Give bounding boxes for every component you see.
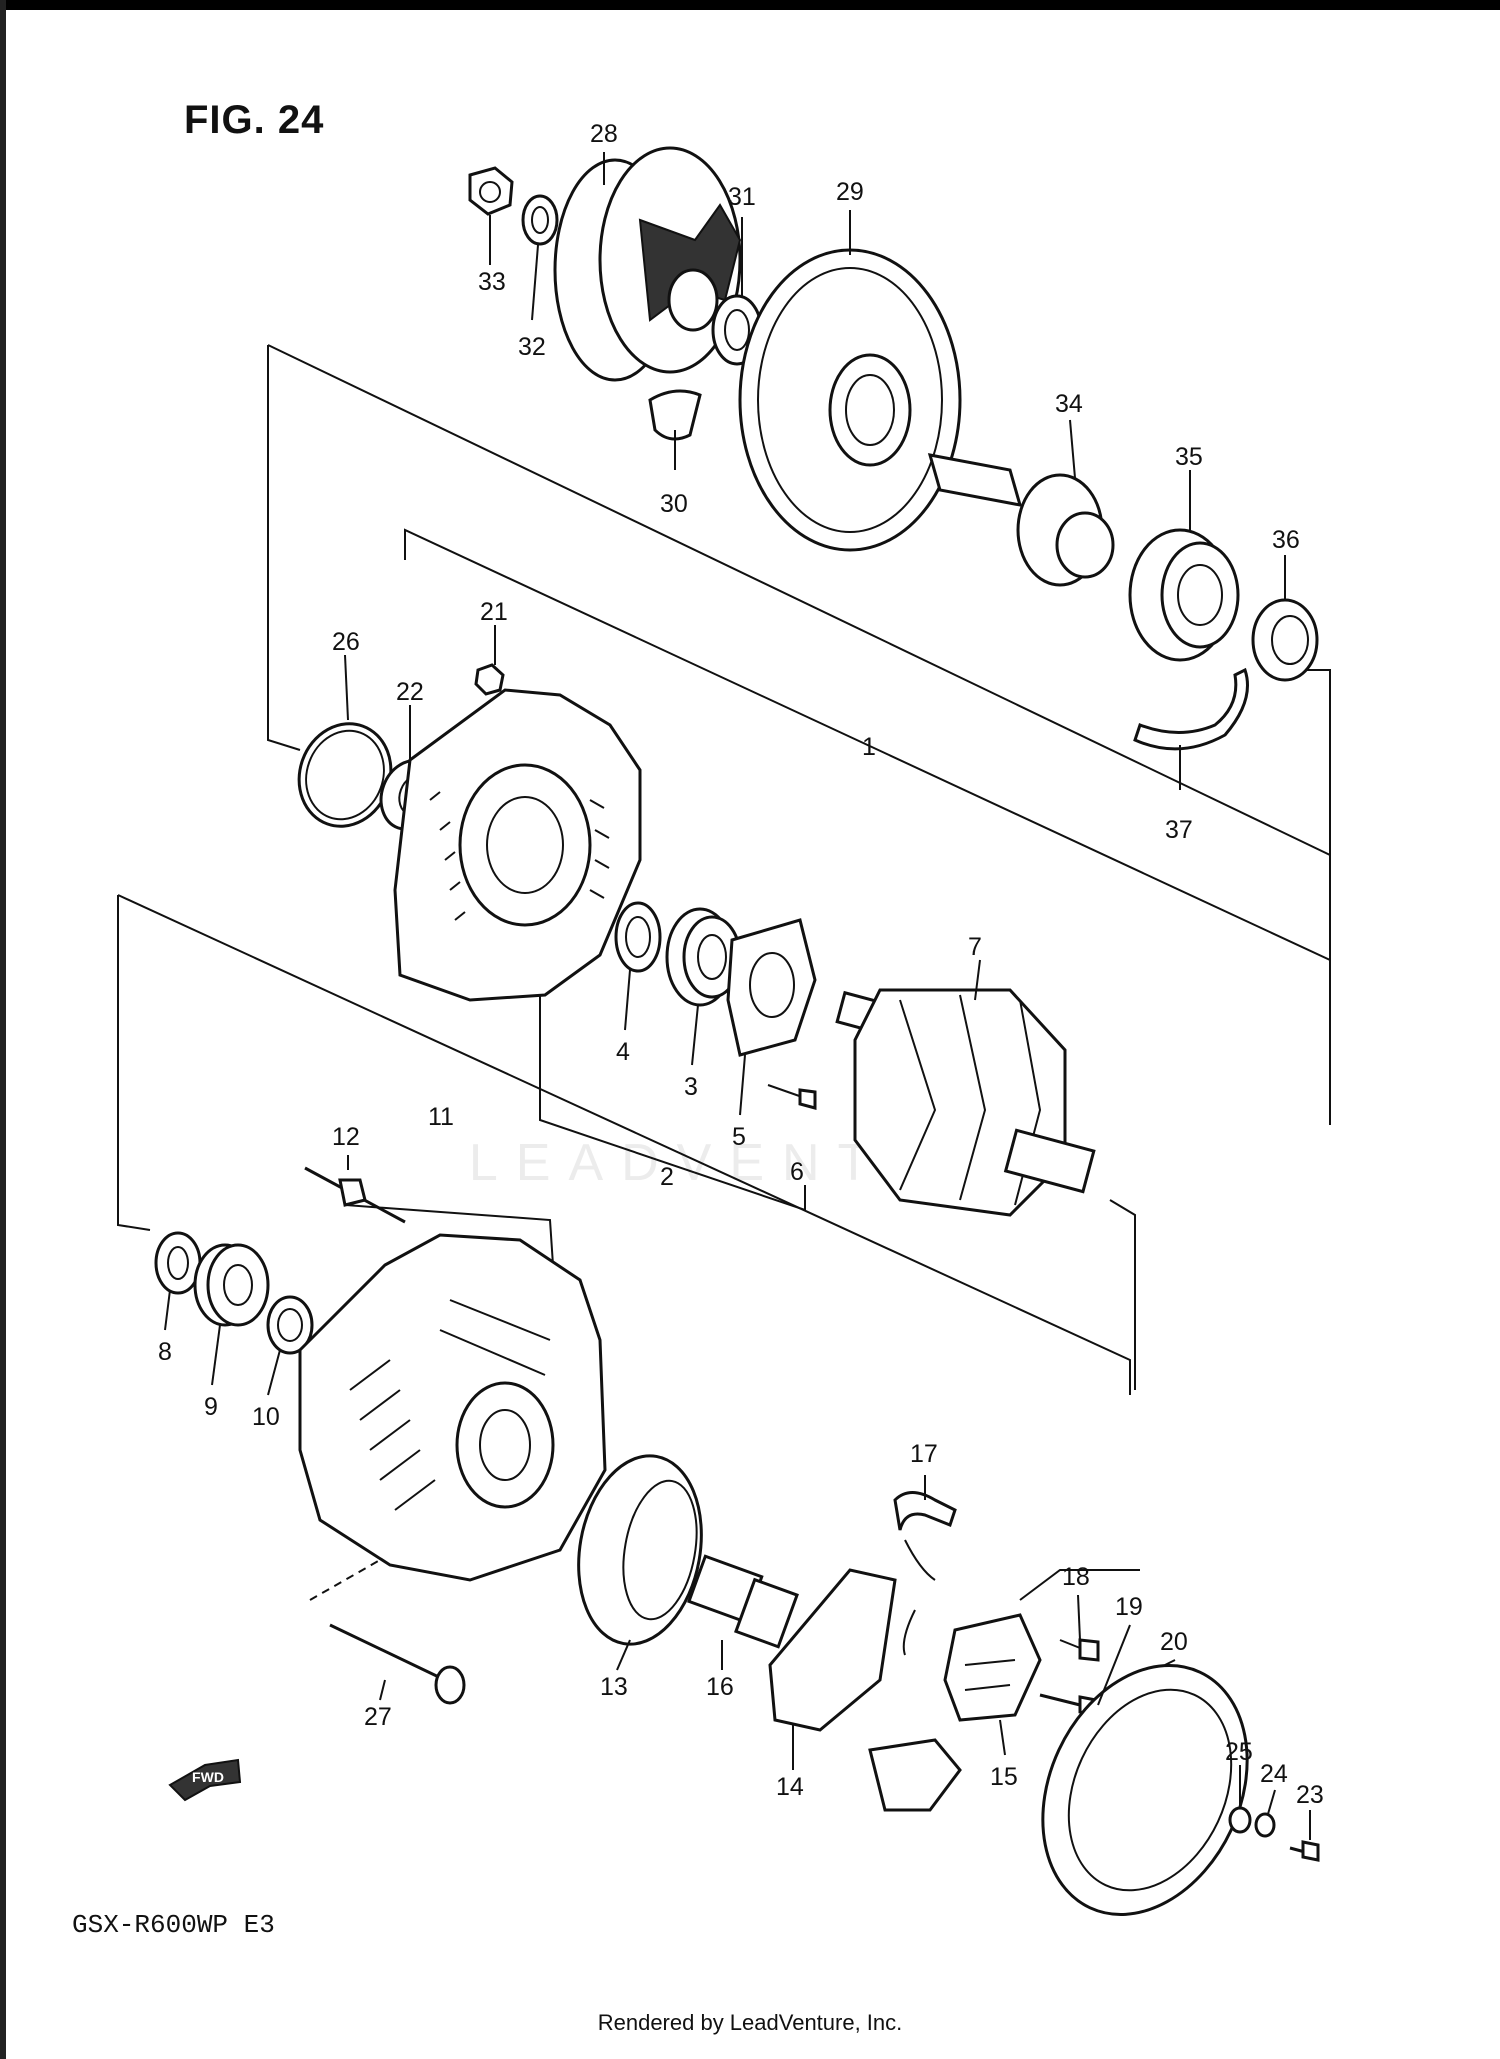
part-35-bearing — [1128, 528, 1240, 662]
callout-13: 13 — [600, 1673, 628, 1701]
callout-18: 18 — [1062, 1563, 1090, 1591]
part-27-bolt — [329, 1623, 466, 1705]
callout-7: 7 — [968, 933, 982, 961]
part-6-screw — [767, 1084, 817, 1110]
part-8-washer — [154, 1231, 202, 1295]
callout-10: 10 — [252, 1403, 280, 1431]
part-5-plate — [726, 918, 817, 1057]
callout-8: 8 — [158, 1338, 172, 1366]
callout-29: 29 — [836, 178, 864, 206]
part-24-washer — [1254, 1812, 1276, 1838]
part-36-seal — [1251, 598, 1319, 682]
part-25-nut — [1228, 1806, 1252, 1834]
part-21-bolt — [474, 663, 505, 696]
part-33-nut — [468, 166, 514, 216]
part-4-washer — [614, 901, 662, 973]
callout-1: 1 — [862, 733, 876, 761]
part-37-circlip — [1133, 667, 1249, 751]
callout-26: 26 — [332, 628, 360, 656]
left-border — [0, 0, 6, 2059]
callout-35: 35 — [1175, 443, 1203, 471]
callout-24: 24 — [1260, 1760, 1288, 1788]
figure-title: FIG. 24 — [184, 98, 325, 142]
callout-2: 2 — [660, 1163, 674, 1191]
callout-28: 28 — [590, 120, 618, 148]
part-20-end-cover — [1041, 1664, 1249, 1916]
callout-12: 12 — [332, 1123, 360, 1151]
callout-33: 33 — [478, 268, 506, 296]
part-18-screw — [1059, 1638, 1100, 1662]
part-3-bearing — [665, 907, 742, 1007]
callout-20: 20 — [1160, 1628, 1188, 1656]
callout-4: 4 — [616, 1038, 630, 1066]
callout-23: 23 — [1296, 1781, 1324, 1809]
callout-22: 22 — [396, 678, 424, 706]
top-border — [0, 0, 1500, 10]
callout-34: 34 — [1055, 390, 1083, 418]
part-9-bearing — [193, 1243, 270, 1327]
model-code: GSX-R600WP E3 — [72, 1910, 275, 1940]
callout-31: 31 — [728, 183, 756, 211]
callout-32: 32 — [518, 333, 546, 361]
callout-21: 21 — [480, 598, 508, 626]
part-1-housing — [393, 688, 642, 1002]
callout-19: 19 — [1115, 1593, 1143, 1621]
part-30-damper — [648, 389, 702, 441]
callout-17: 17 — [910, 1440, 938, 1468]
callout-36: 36 — [1272, 526, 1300, 554]
part-10-seal — [266, 1295, 314, 1355]
part-29-gear-plate — [738, 248, 962, 552]
callout-11: 11 — [428, 1103, 454, 1131]
part-7-rotor — [835, 988, 1096, 1217]
part-11-stator-housing — [298, 1233, 607, 1582]
callout-6: 6 — [790, 1158, 804, 1186]
callout-9: 9 — [204, 1393, 218, 1421]
callout-5: 5 — [732, 1123, 746, 1151]
part-32-washer — [521, 194, 559, 246]
callout-27: 27 — [364, 1703, 392, 1731]
part-13-cover — [577, 1454, 703, 1646]
callout-30: 30 — [660, 490, 688, 518]
part-12-stud — [304, 1166, 406, 1224]
callout-25: 25 — [1225, 1738, 1253, 1766]
part-23-screw — [1289, 1840, 1320, 1862]
callout-3: 3 — [684, 1073, 698, 1101]
fwd-arrow-icon: FWD — [168, 1758, 242, 1802]
callout-labels: 33 32 28 30 31 29 34 35 36 37 21 26 22 1… — [158, 120, 1324, 1809]
callout-14: 14 — [776, 1773, 804, 1801]
callout-37: 37 — [1165, 816, 1193, 844]
leader-lines — [164, 152, 1311, 1840]
part-16-brush-holder — [687, 1554, 799, 1649]
callout-16: 16 — [706, 1673, 734, 1701]
fwd-label: FWD — [192, 1769, 224, 1785]
footer-credit: Rendered by LeadVenture, Inc. — [597, 2010, 903, 2035]
callout-15: 15 — [990, 1763, 1018, 1791]
part-17-wire — [893, 1491, 957, 1656]
part-28-hub — [553, 146, 742, 382]
part-15-regulator — [943, 1613, 1042, 1722]
part-14-bracket — [768, 1568, 962, 1812]
part-34-shaft — [927, 453, 1115, 587]
